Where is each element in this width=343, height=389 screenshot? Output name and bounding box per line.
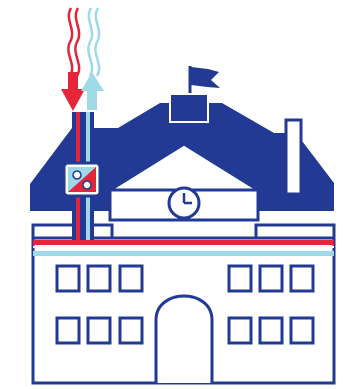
right-wing-roof	[256, 225, 334, 238]
doorway	[156, 296, 212, 383]
cupola	[170, 94, 208, 122]
wavy-air-icon	[68, 8, 99, 76]
down-arrow-icon	[61, 72, 85, 111]
horizontal-return-duct	[33, 251, 334, 256]
up-arrow-icon	[81, 72, 104, 110]
clock-icon	[169, 188, 199, 218]
chimney	[286, 120, 301, 194]
horizontal-supply-duct	[33, 240, 334, 245]
heat-exchanger-icon	[64, 163, 100, 196]
